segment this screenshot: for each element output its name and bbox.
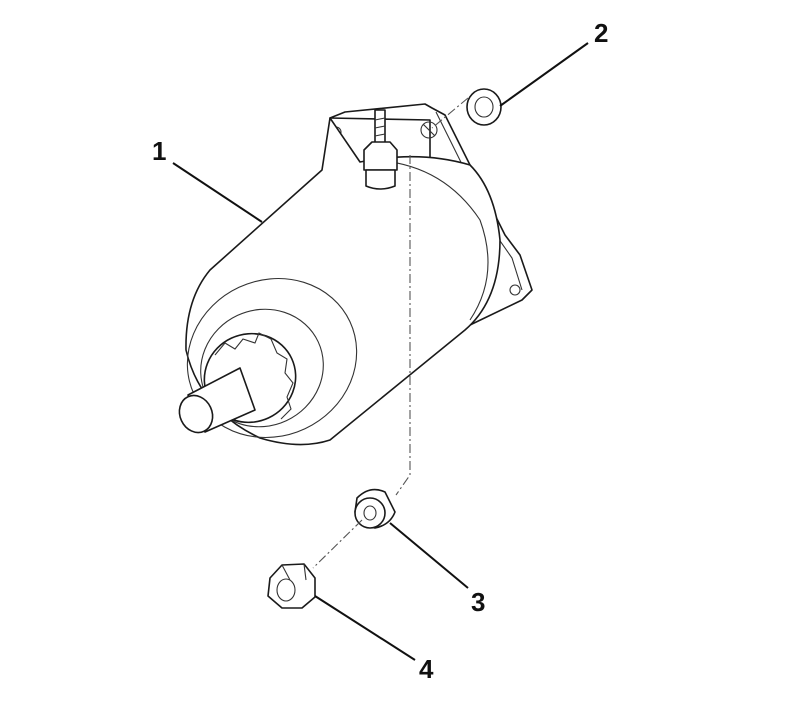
spacer-part	[354, 488, 396, 529]
starter-motor-part	[178, 103, 533, 446]
leader-lines	[172, 42, 589, 661]
callout-1-label: 1	[152, 136, 167, 166]
callout-4-label: 4	[419, 654, 434, 684]
washer-part	[466, 88, 502, 126]
callout-3-label: 3	[471, 587, 486, 617]
assembly-center-lines	[312, 97, 469, 569]
callout-2-label: 2	[594, 18, 609, 48]
hex-nut-part	[267, 563, 316, 609]
